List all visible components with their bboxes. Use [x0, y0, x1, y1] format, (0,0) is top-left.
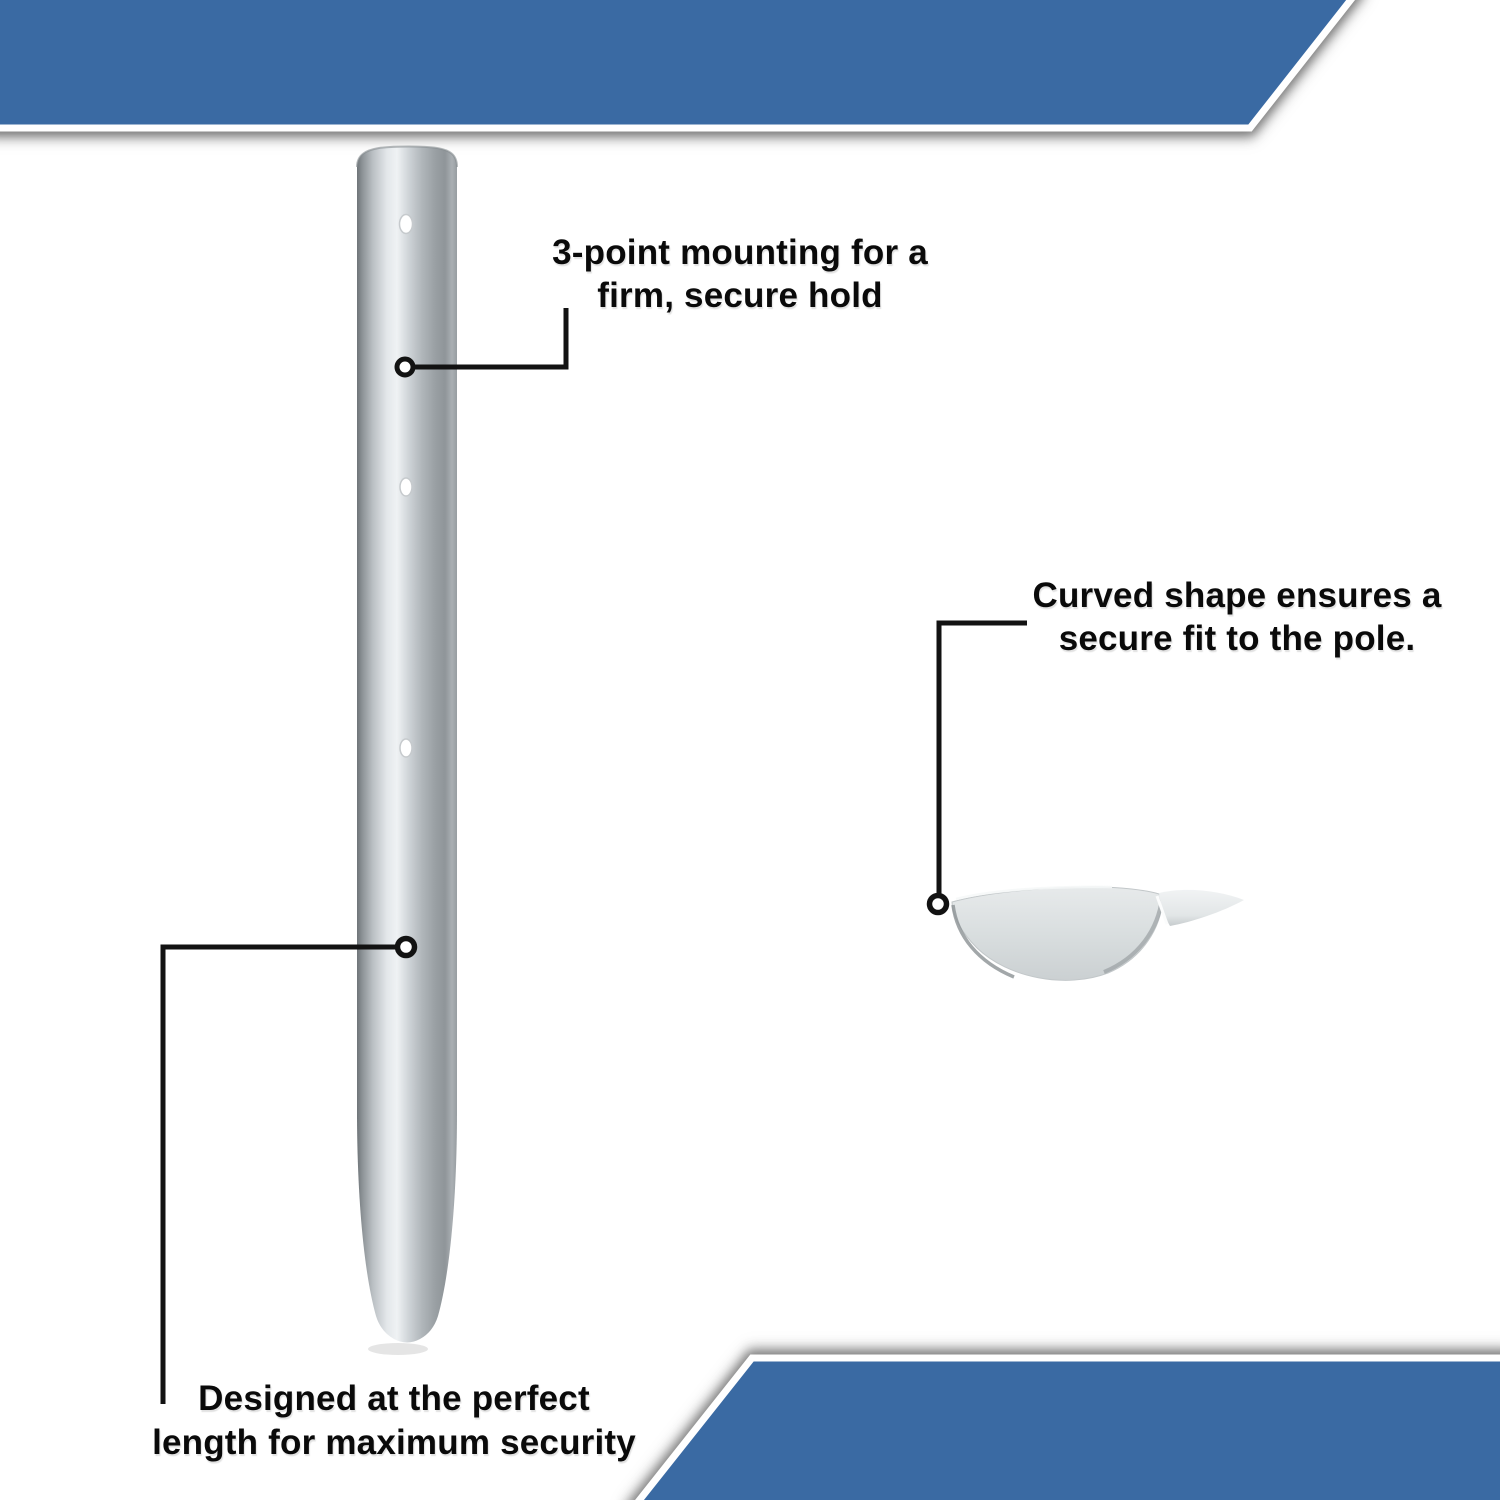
- mounting-hole-2: [399, 477, 413, 497]
- callout-text-mounting-line1: 3-point mounting for a: [552, 233, 928, 272]
- callout-text-curved-line1: Curved shape ensures a: [1032, 576, 1442, 615]
- mounting-hole-1: [398, 213, 414, 235]
- callout-line-curved: [936, 620, 1027, 894]
- cross-section-top-highlight: [955, 885, 1113, 901]
- cross-section-seam-highlight: [1155, 895, 1169, 925]
- callout-marker-curved: [926, 892, 950, 916]
- callout-line-mounting: [413, 308, 569, 370]
- callout-text-curved-line2: secure fit to the pole.: [1058, 619, 1416, 658]
- callout-line-length: [160, 944, 397, 1404]
- cross-section-bowl: [951, 886, 1164, 981]
- pole-top-edge: [356, 145, 458, 168]
- pole-tip-shadow: [368, 1343, 428, 1355]
- cross-section-wing: [1159, 889, 1244, 926]
- cross-section-rim-left: [951, 904, 1015, 979]
- callout-text-mounting: 3-point mounting for a firm, secure hold: [485, 231, 995, 317]
- callout-text-length-line1: Designed at the perfect: [198, 1379, 590, 1418]
- callout-text-curved: Curved shape ensures a secure fit to the…: [987, 574, 1487, 660]
- callout-text-length-line2: length for maximum security: [152, 1423, 636, 1462]
- callout-marker-mounting: [394, 356, 416, 378]
- mounting-hole-3: [399, 738, 413, 758]
- callout-text-length: Designed at the perfect length for maxim…: [114, 1377, 674, 1465]
- top-banner: [0, 0, 1356, 132]
- bottom-banner: [635, 1354, 1500, 1500]
- callout-text-mounting-line2: firm, secure hold: [597, 276, 883, 315]
- callout-marker-length: [394, 935, 418, 959]
